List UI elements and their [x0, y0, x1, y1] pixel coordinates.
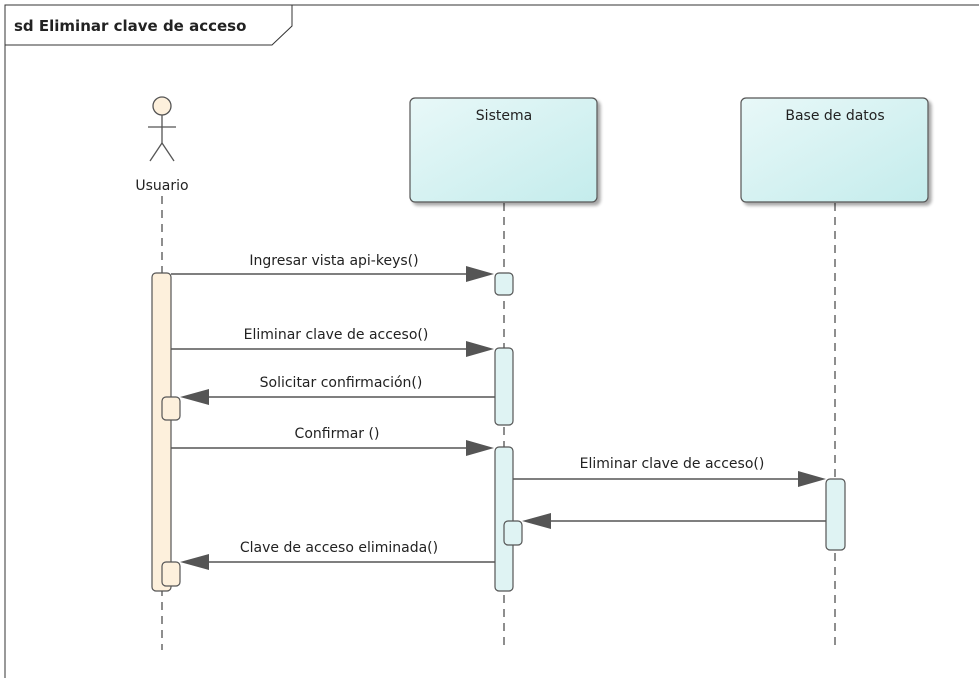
sistema-activation-nested	[503, 520, 523, 546]
sistema-activation-3	[494, 446, 514, 592]
usuario-activation-nested-2	[161, 561, 181, 587]
usuario-activation-nested-1	[161, 396, 181, 421]
message-label: Solicitar confirmación()	[260, 375, 423, 391]
arrowhead	[180, 554, 209, 570]
arrowhead	[466, 341, 494, 357]
message-label: Eliminar clave de acceso()	[580, 456, 765, 472]
arrowhead	[180, 389, 209, 405]
sistema-activation-2	[494, 347, 514, 426]
arrowhead	[798, 471, 826, 487]
sistema-activation-1	[494, 272, 514, 296]
message-label: Confirmar ()	[295, 426, 380, 442]
base-de-datos-box	[740, 97, 929, 203]
frame-title-tab	[4, 4, 293, 46]
arrowhead	[522, 513, 551, 529]
frame-border	[4, 4, 979, 678]
base-de-datos-activation	[825, 478, 846, 551]
message-label: Eliminar clave de acceso()	[244, 327, 429, 343]
stick-figure-icon	[148, 96, 176, 162]
frame-title: sd Eliminar clave de acceso	[14, 17, 246, 35]
actor-label: Usuario	[135, 178, 188, 194]
message-label: Clave de acceso eliminada()	[240, 540, 438, 556]
sistema-box	[409, 97, 598, 203]
arrowhead	[466, 440, 494, 456]
sistema-label: Sistema	[476, 108, 532, 124]
arrowhead	[466, 266, 494, 282]
message-label: Ingresar vista api-keys()	[249, 253, 418, 269]
base-de-datos-label: Base de datos	[785, 108, 884, 124]
usuario-activation	[151, 272, 172, 592]
